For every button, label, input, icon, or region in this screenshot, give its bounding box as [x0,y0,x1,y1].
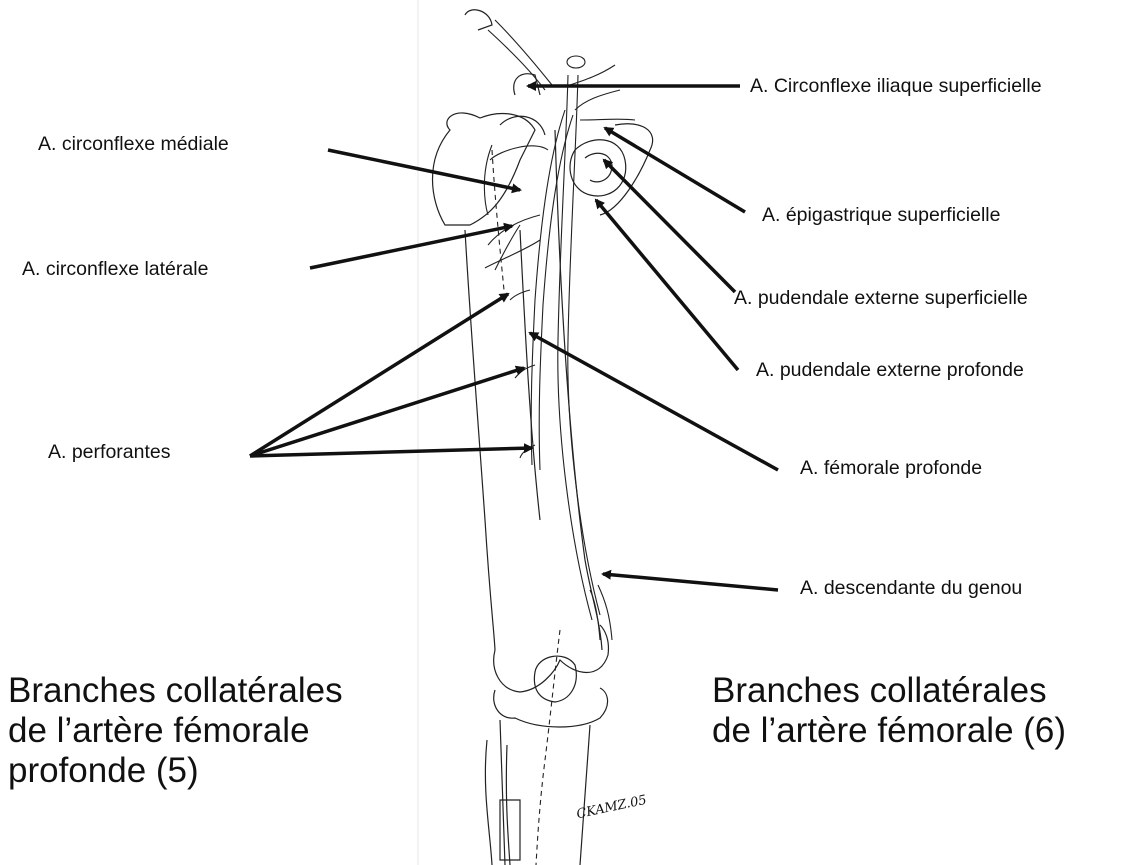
tibia [500,720,590,865]
pointer-arrows [250,86,778,590]
popliteal-path [536,630,560,865]
femur-outer [465,230,495,650]
right-caption-line-2: de l’artère fémorale (6) [712,711,1066,751]
left-caption-line-1: Branches collatérales [8,671,343,711]
superficial-iliac-circumflex [488,20,552,90]
arrow-fem-prof [530,333,778,470]
descending-genicular [590,585,612,640]
perforating-1 [510,290,530,300]
tibial-plateau [494,688,608,727]
label-circonflexe-iliaque-superficielle: A. Circonflexe iliaque superficielle [750,77,1042,97]
pelvis-edge [465,10,492,30]
left-caption-line-3: profonde (5) [8,751,343,791]
label-circonflexe-mediale: A. circonflexe médiale [38,135,229,155]
label-circonflexe-laterale: A. circonflexe latérale [22,260,208,280]
label-pudendale-externe-superficielle: A. pudendale externe superficielle [734,289,1028,309]
arrow-perforantes-3 [250,448,532,456]
right-caption-line-1: Branches collatérales [712,671,1066,711]
arrow-desc-genou [603,574,778,590]
right-caption: Branches collatérales de l’artère fémora… [712,671,1066,751]
pubic-ring [570,140,626,196]
left-caption: Branches collatérales de l’artère fémora… [8,671,343,791]
arteries [484,20,635,865]
arrow-perforantes-2 [250,368,524,456]
fibula [485,740,510,865]
label-descendante-du-genou: A. descendante du genou [800,579,1022,599]
arrow-circ-laterale [310,226,512,268]
medial-circumflex [490,146,548,160]
left-caption-line-2: de l’artère fémorale [8,711,343,751]
femoral-head [433,113,536,225]
label-pudendale-externe-profonde: A. pudendale externe profonde [756,361,1024,381]
label-epigastrique-superficielle: A. épigastrique superficielle [762,206,1000,226]
arrow-perforantes-1 [250,294,508,456]
arrow-circ-mediale [328,150,520,190]
label-femorale-profonde: A. fémorale profonde [800,459,982,479]
label-perforantes: A. perforantes [48,443,170,463]
superficial-epigastric [575,90,635,120]
artery-lumen [567,56,585,68]
patella [534,656,576,702]
arrow-pud-sup [604,160,735,292]
femoral-condyles [494,625,609,692]
